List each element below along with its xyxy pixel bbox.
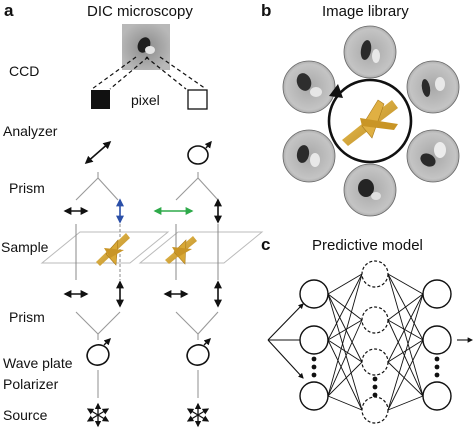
nn-edge — [327, 319, 363, 397]
label-prism-top: Prism — [9, 180, 45, 196]
library-disc-bottom — [343, 163, 397, 217]
library-particle — [342, 99, 398, 146]
nn-edge — [327, 273, 363, 341]
panel-letter-a: a — [4, 1, 14, 20]
ccd-image — [122, 24, 170, 70]
nn-edge — [387, 293, 424, 363]
panel-a-title: DIC microscopy — [87, 3, 193, 20]
panel-letter-b: b — [261, 1, 271, 20]
nn-edge — [387, 361, 424, 397]
panel-letter-c: c — [261, 235, 270, 254]
bottom-prism-lines — [75, 311, 219, 398]
library-disc-top — [343, 25, 397, 79]
nn-edge — [327, 273, 363, 295]
source-star-left — [86, 402, 110, 428]
panel-c-title: Predictive model — [312, 237, 423, 254]
top-prism-lines — [75, 172, 219, 201]
waveplate-circle-left — [86, 338, 111, 366]
waveplate-circle-right — [186, 338, 211, 366]
nn-edge — [327, 339, 363, 411]
nn-connections — [327, 273, 424, 411]
nn-edge — [387, 319, 424, 397]
source-star-right — [186, 402, 210, 428]
nn-edge — [387, 273, 424, 397]
label-source: Source — [3, 407, 48, 423]
library-disc-top-left — [282, 60, 336, 114]
nn-edge — [327, 361, 363, 397]
nn-edge — [327, 395, 363, 411]
nn-edge — [387, 273, 424, 295]
label-ccd: CCD — [9, 63, 39, 79]
nn-output-layer — [422, 279, 452, 411]
pixel-label: pixel — [131, 92, 160, 108]
panel-a: a DIC microscopy CCD pixel Analyzer Pris… — [1, 1, 264, 428]
nn-edge — [387, 395, 424, 411]
sample-particle-right — [165, 236, 197, 265]
label-analyzer: Analyzer — [3, 123, 58, 139]
label-wave-plate: Wave plate — [3, 355, 73, 371]
nn-edge — [387, 319, 424, 341]
nn-edge — [327, 319, 363, 341]
pixel-empty — [187, 89, 208, 110]
analyzer-arrow-left — [84, 140, 112, 165]
label-polarizer: Polarizer — [3, 376, 59, 392]
label-prism-bottom: Prism — [9, 309, 45, 325]
ccd-projection-lines — [91, 56, 207, 90]
panel-b-title: Image library — [322, 3, 409, 20]
nn-hidden-layer — [361, 260, 389, 424]
nn-edge — [327, 339, 363, 363]
nn-edge — [327, 273, 363, 397]
nn-edge — [327, 293, 363, 411]
panel-b: b Image library — [261, 1, 460, 217]
nn-input-layer — [299, 279, 329, 411]
library-disc-top-right — [406, 60, 460, 114]
pixel-filled — [91, 90, 110, 109]
sample-planes — [40, 231, 264, 264]
library-disc-bottom-left — [282, 129, 336, 183]
nn-edge — [387, 339, 424, 411]
sample-particle-left — [96, 233, 130, 266]
nn-edge — [327, 293, 363, 363]
nn-edge — [387, 293, 424, 321]
label-sample: Sample — [1, 239, 49, 255]
nn-edge — [387, 293, 424, 411]
library-disc-bottom-right — [406, 129, 460, 183]
panel-c: c Predictive model — [261, 235, 474, 424]
analyzer-circle-right — [187, 140, 212, 165]
